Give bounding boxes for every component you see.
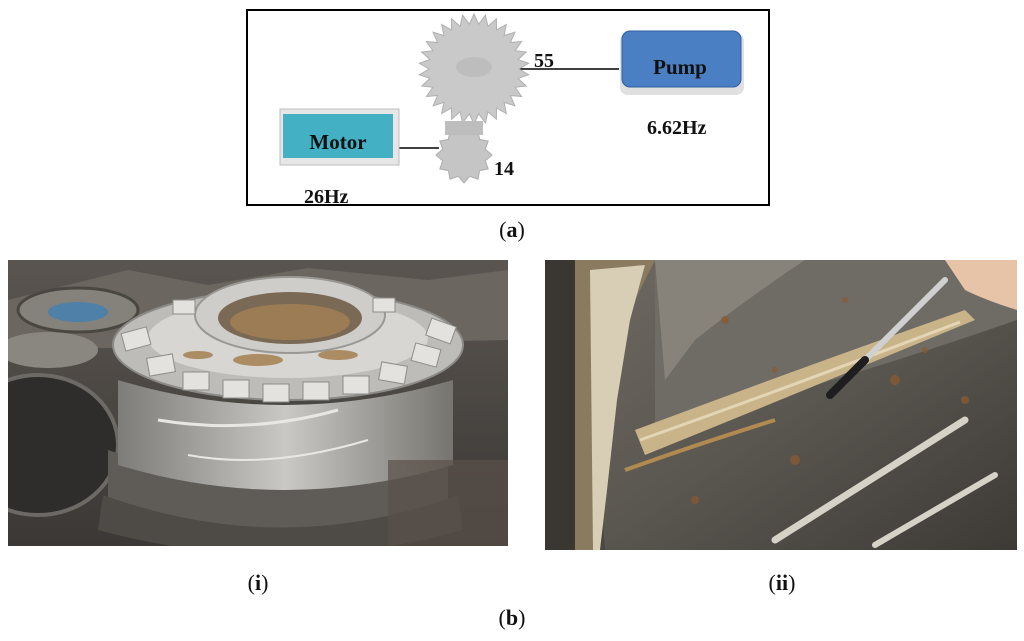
- pump-label: Pump: [653, 55, 707, 79]
- pump-frequency-label: 6.62Hz: [647, 117, 707, 139]
- erosion-closeup-photo: [545, 260, 1017, 550]
- small-gear-teeth-label: 14: [494, 158, 514, 180]
- caption-ii: (ii): [768, 570, 796, 595]
- drive-train-diagram: Motor Pump 55 14 26Hz 6.62Hz: [246, 9, 770, 206]
- small-gear-icon: [435, 121, 493, 184]
- impeller-photo: [8, 260, 508, 546]
- motor-box: Motor: [279, 108, 400, 166]
- motor-frequency-label: 26Hz: [304, 186, 349, 206]
- pump-box: Pump: [620, 30, 744, 95]
- large-gear-teeth-label: 55: [534, 50, 554, 72]
- motor-label: Motor: [309, 130, 366, 154]
- caption-a: (a): [499, 217, 525, 242]
- caption-i: (i): [247, 570, 269, 595]
- caption-b: (b): [498, 605, 526, 630]
